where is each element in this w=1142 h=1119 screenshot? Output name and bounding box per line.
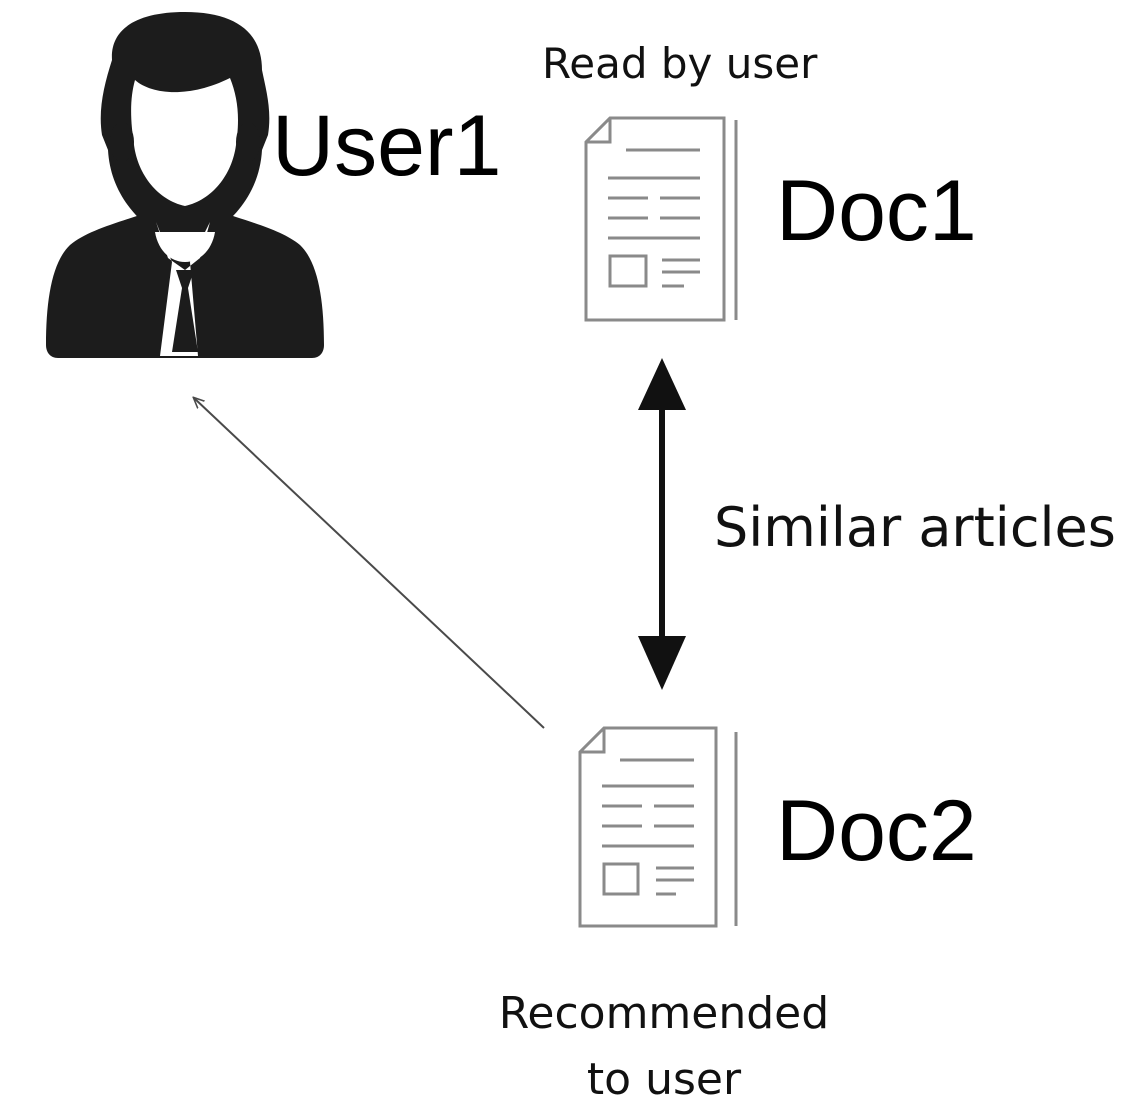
similar-articles-arrow <box>638 358 686 690</box>
recommended-label-line2: to user <box>587 1054 742 1105</box>
doc2-label: Doc2 <box>776 783 977 879</box>
doc1-label: Doc1 <box>776 163 977 259</box>
similar-articles-label: Similar articles <box>714 496 1116 559</box>
document-icon-doc2 <box>578 726 738 928</box>
recommended-label-line1: Recommended <box>499 988 829 1039</box>
read-by-user-label: Read by user <box>542 39 818 88</box>
user-tie <box>172 270 198 352</box>
user-ears <box>110 122 260 162</box>
document-icon-doc1 <box>584 116 738 322</box>
recommendation-arrow <box>194 398 545 729</box>
user-label: User1 <box>272 98 501 194</box>
user-face <box>131 78 238 206</box>
